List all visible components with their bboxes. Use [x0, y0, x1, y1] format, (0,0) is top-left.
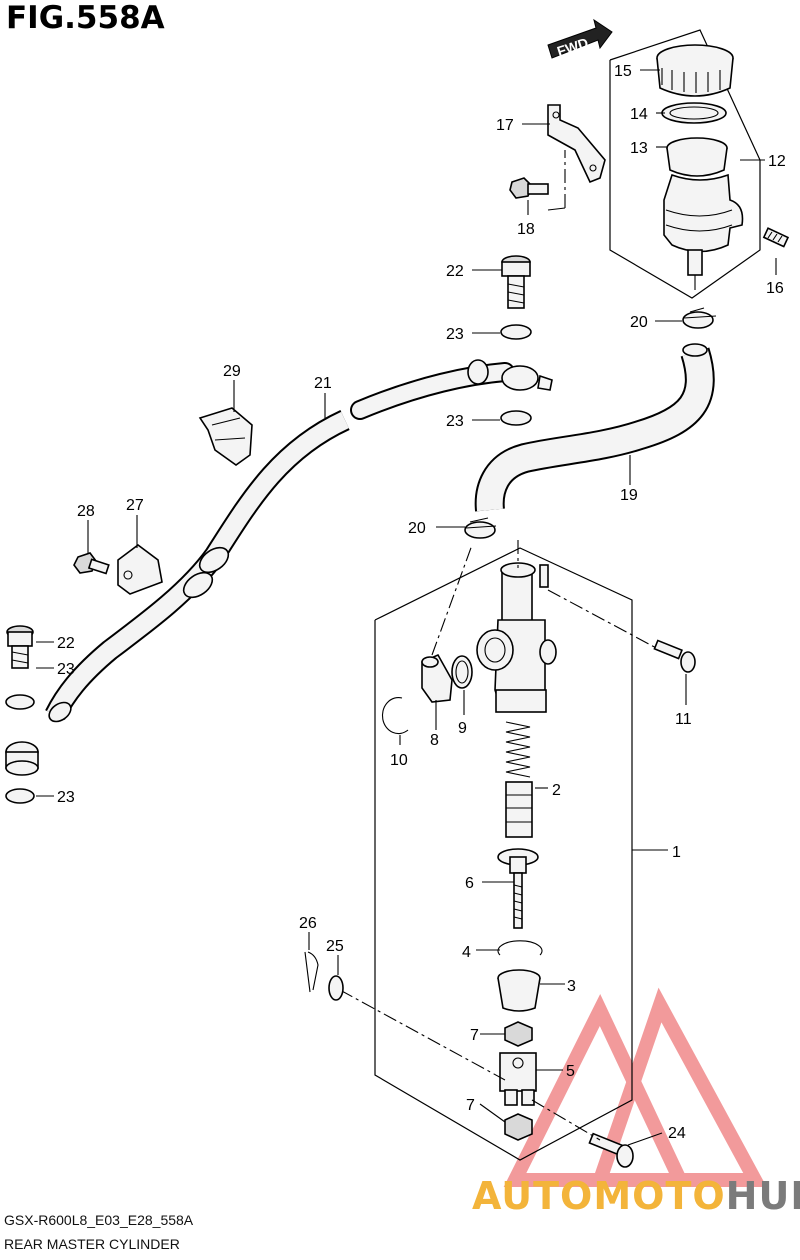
callout-1: 1: [672, 844, 681, 861]
callout-12: 12: [768, 153, 786, 170]
callout-23b: 23: [446, 413, 464, 430]
callout-22a: 22: [446, 263, 464, 280]
callout-27: 27: [126, 497, 144, 514]
piston-assembly: [505, 781, 533, 838]
watermark-moto: MOTO: [593, 1174, 726, 1218]
sealing-washer-upper-b: [500, 410, 532, 426]
hose-clamp-27: [117, 544, 163, 595]
callout-13: 13: [630, 140, 648, 157]
callout-28: 28: [77, 503, 95, 520]
mounting-screw: [653, 639, 696, 673]
callout-26: 26: [299, 915, 317, 932]
callout-15: 15: [614, 63, 632, 80]
hose-joint-elbow: [421, 653, 453, 703]
callout-2: 2: [552, 782, 561, 799]
dust-boot: [497, 969, 541, 1012]
callout-4: 4: [462, 944, 471, 961]
reservoir-cap: [656, 44, 734, 97]
callout-24: 24: [668, 1125, 686, 1142]
callout-3: 3: [567, 978, 576, 995]
master-cylinder-body: [476, 562, 557, 713]
figure-title: FIG.558A: [6, 0, 165, 36]
banjo-bolt-lower: [6, 625, 34, 669]
callout-11: 11: [675, 711, 692, 728]
banjo-fitting: [5, 741, 39, 776]
hose-clip-lower: [464, 517, 497, 539]
callout-23d: 23: [57, 789, 75, 806]
sealing-washer-lower-a: [5, 694, 35, 710]
circlip-small: [381, 697, 409, 735]
reservoir-bolt: [762, 227, 790, 248]
callout-29: 29: [223, 363, 241, 380]
callout-23c: 23: [57, 661, 75, 678]
callout-7a: 7: [470, 1027, 479, 1044]
callout-labels: 1 2 3 4 5 6 7 7 8 9 10 11 12 13 14 15 16…: [57, 63, 786, 1142]
reservoir-hose: [474, 343, 715, 512]
o-ring: [451, 655, 473, 689]
callout-17: 17: [496, 117, 514, 134]
callout-25: 25: [326, 938, 344, 955]
fwd-arrow-icon: FWD: [547, 18, 613, 59]
callout-7b: 7: [466, 1097, 475, 1114]
model-code: GSX-R600L8_E03_E28_558A: [4, 1212, 194, 1228]
master-cylinder-frame: [374, 547, 633, 1161]
reservoir-body: [663, 173, 744, 290]
clevis: [499, 1052, 537, 1106]
callout-6: 6: [465, 875, 474, 892]
callout-22b: 22: [57, 635, 75, 652]
reservoir-frame: [609, 29, 761, 299]
sealing-washer-upper-a: [500, 324, 532, 340]
callout-8: 8: [430, 732, 439, 749]
diaphragm: [666, 137, 728, 177]
callout-10: 10: [390, 752, 408, 769]
reservoir-bracket: [547, 104, 606, 184]
clamp-bolt: [73, 552, 110, 575]
callout-20a: 20: [630, 314, 648, 331]
circlip-large: [497, 940, 543, 956]
leader-lines: [36, 69, 777, 1146]
figure-caption: REAR MASTER CYLINDER: [4, 1236, 180, 1252]
fwd-label: FWD: [555, 34, 590, 59]
hose-clamp-29: [198, 407, 253, 466]
callout-9: 9: [458, 720, 467, 737]
watermark-hub: HUB: [725, 1174, 800, 1218]
piston-spring: [505, 721, 531, 778]
watermark-auto: AUTO: [472, 1174, 594, 1218]
callout-18: 18: [517, 221, 535, 238]
cotter-pin: [304, 951, 319, 993]
hose-clip-upper: [682, 307, 717, 329]
banjo-bolt-upper: [501, 255, 531, 309]
sealing-washer-lower-b: [5, 788, 35, 804]
watermark-logo-text: AUTOMOTOHUB: [472, 1174, 800, 1218]
brake-hose: [45, 359, 553, 723]
callout-19: 19: [620, 487, 638, 504]
bracket-bolt: [509, 177, 549, 199]
lock-nut-upper: [504, 1021, 533, 1047]
watermark-logo-triangles: [503, 987, 767, 1187]
diaphragm-plate: [661, 102, 727, 124]
push-rod: [497, 848, 539, 929]
callout-16: 16: [766, 280, 784, 297]
callout-20b: 20: [408, 520, 426, 537]
lock-nut-lower: [504, 1113, 533, 1141]
callout-23a: 23: [446, 326, 464, 343]
callout-21: 21: [314, 375, 332, 392]
callout-5: 5: [566, 1063, 575, 1080]
pin-washer: [328, 975, 344, 1001]
callout-14: 14: [630, 106, 648, 123]
